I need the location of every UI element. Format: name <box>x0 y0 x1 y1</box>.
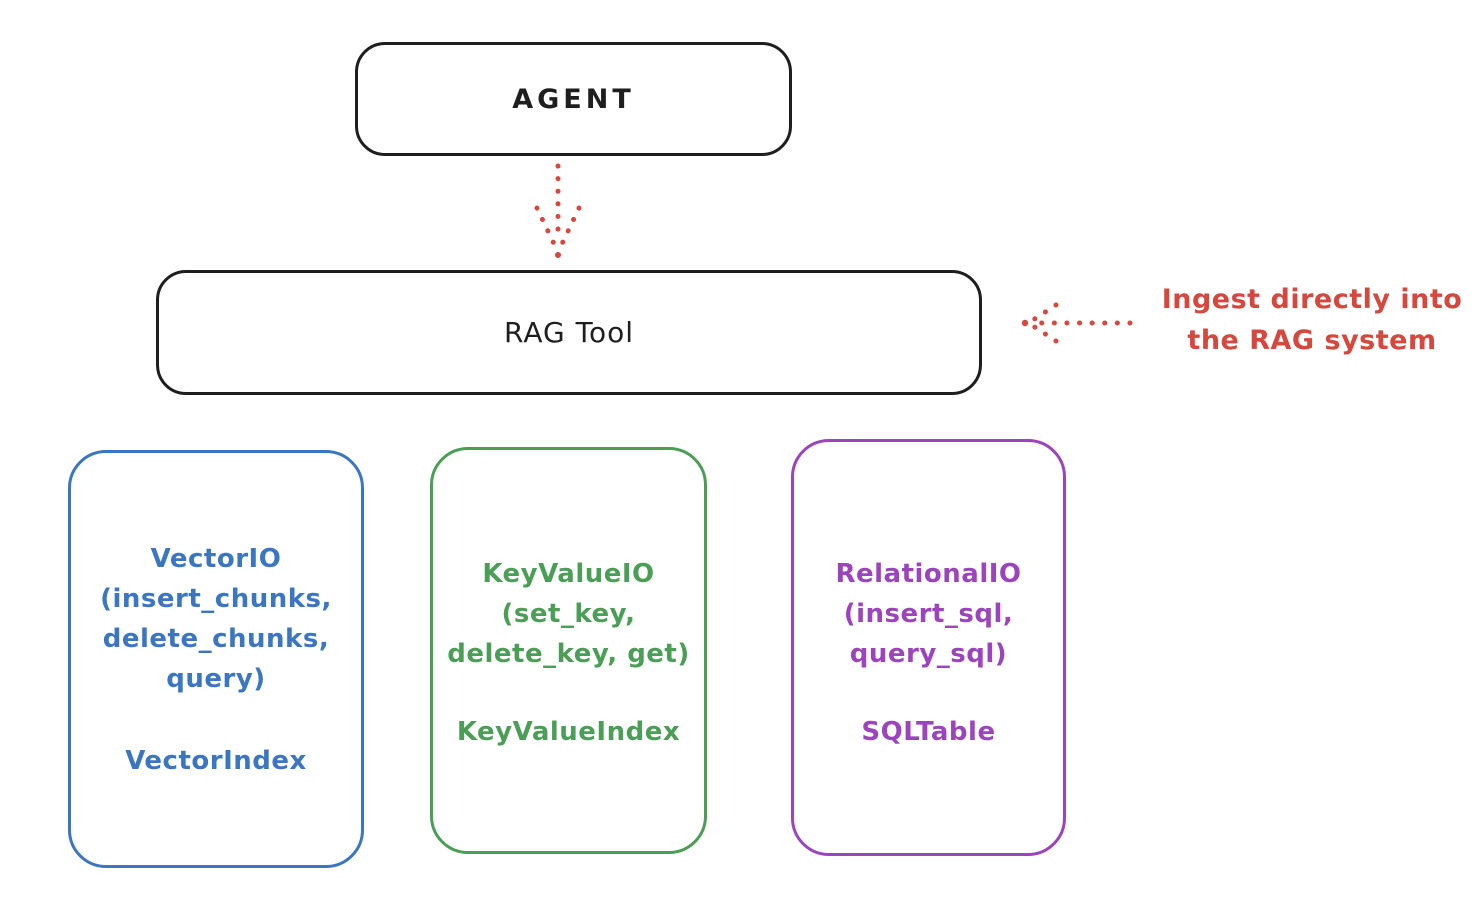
dotted-arrow-down-icon <box>534 163 582 258</box>
vector-io-line: query) <box>166 664 266 694</box>
keyvalue-io-box: KeyValueIO (set_key, delete_key, get) Ke… <box>430 447 707 854</box>
vector-io-line: delete_chunks, <box>102 624 330 654</box>
relational-io-line: RelationalIO <box>835 559 1022 589</box>
vector-io-box: VectorIO (insert_chunks, delete_chunks, … <box>68 450 364 868</box>
relational-io-line: (insert_sql, <box>843 599 1014 629</box>
ingest-annotation-line2: the RAG system <box>1187 325 1437 356</box>
vector-index-label: VectorIndex <box>125 746 307 776</box>
agent-label: AGENT <box>512 83 635 115</box>
ingest-annotation: Ingest directly into the RAG system <box>1138 279 1484 361</box>
rag-tool-box: RAG Tool <box>156 270 982 395</box>
sql-table-label: SQLTable <box>861 717 996 747</box>
keyvalue-io-line: KeyValueIO <box>482 559 655 589</box>
ingest-annotation-line1: Ingest directly into <box>1161 284 1463 315</box>
rag-tool-label: RAG Tool <box>504 316 634 349</box>
agent-box: AGENT <box>355 42 792 156</box>
dotted-arrow-left-icon <box>1021 302 1133 344</box>
keyvalue-index-label: KeyValueIndex <box>456 717 681 747</box>
keyvalue-io-line: delete_key, get) <box>447 639 690 669</box>
relational-io-box: RelationalIO (insert_sql, query_sql) SQL… <box>791 439 1066 856</box>
vector-io-line: VectorIO <box>150 544 282 574</box>
vector-io-line: (insert_chunks, <box>100 584 332 614</box>
keyvalue-io-line: (set_key, <box>501 599 636 629</box>
relational-io-line: query_sql) <box>849 639 1008 669</box>
